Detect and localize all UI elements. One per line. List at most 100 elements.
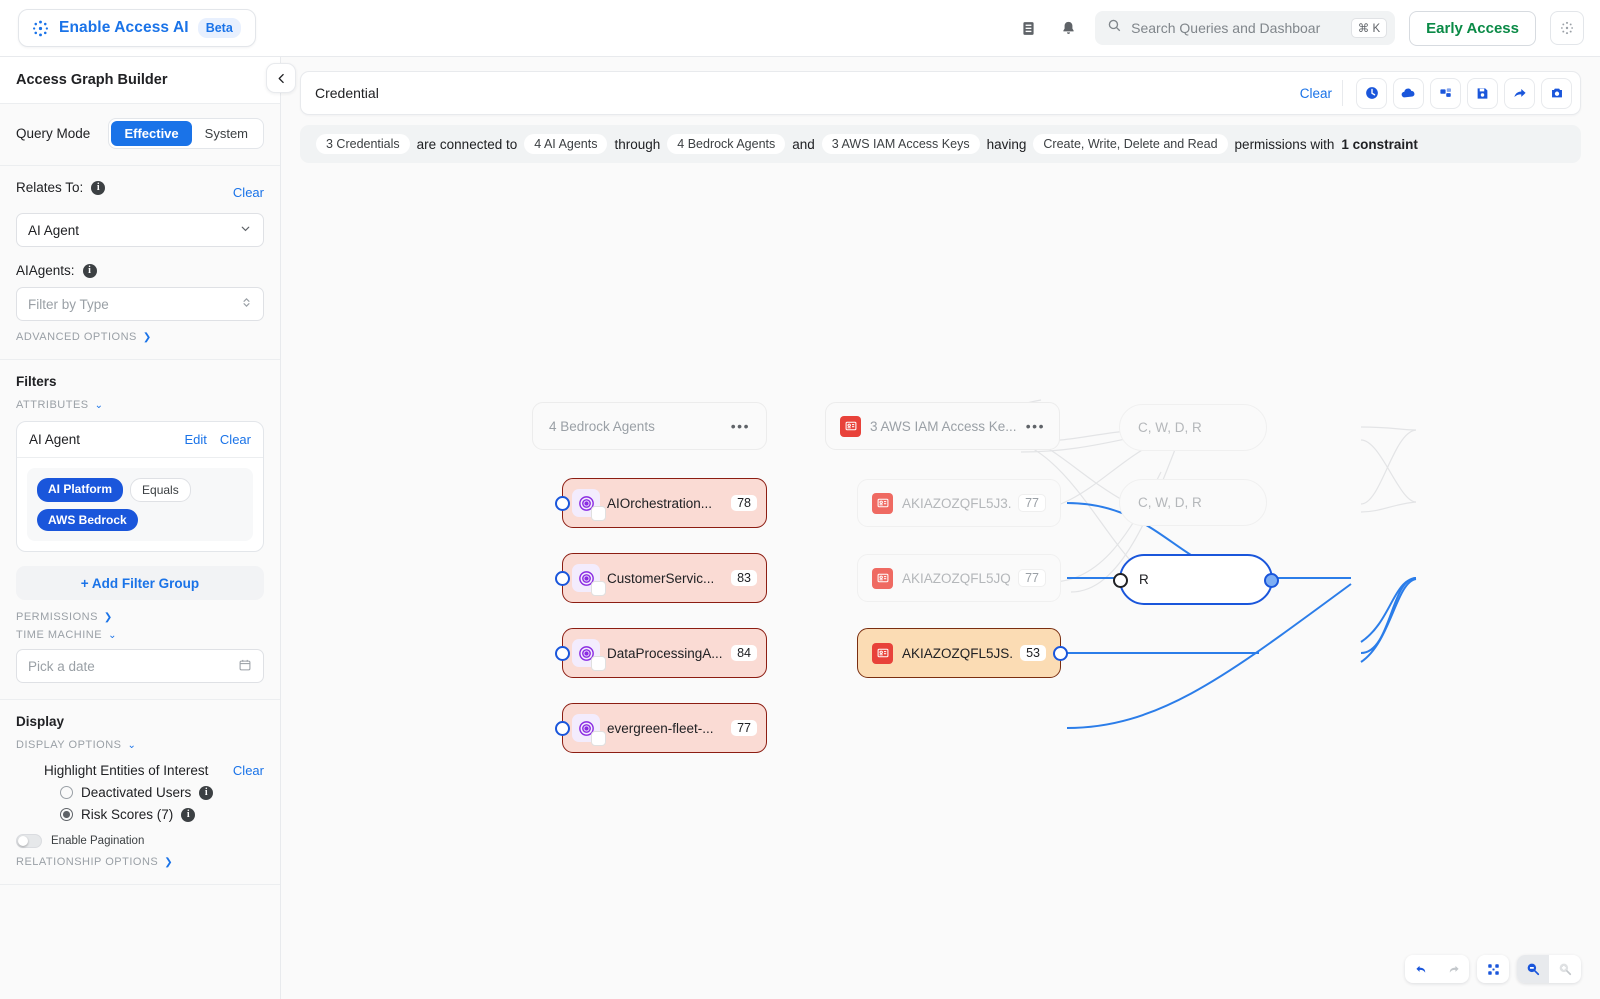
permission-node-highlighted[interactable]: R <box>1113 554 1279 605</box>
ai-agents-filter-input[interactable]: Filter by Type <box>16 287 264 321</box>
radio-deactivated-users[interactable]: Deactivated Users i <box>16 785 264 800</box>
fit-to-screen-icon[interactable] <box>1477 955 1509 983</box>
group-node-bedrock-agents[interactable]: 4 Bedrock Agents ••• <box>532 402 767 450</box>
query-bar[interactable]: Credential Clear <box>300 71 1581 115</box>
summary-pill-access-keys[interactable]: 3 AWS IAM Access Keys <box>821 134 980 154</box>
filter-chip-value[interactable]: AWS Bedrock <box>37 509 138 531</box>
zoom-out-icon[interactable] <box>1517 955 1549 983</box>
ai-agent-icon <box>572 714 606 746</box>
filter-edit-button[interactable]: Edit <box>184 432 207 447</box>
access-key-node[interactable]: AKIAZOZQFL5JQ... 77 <box>857 554 1061 602</box>
attributes-label: ATTRIBUTES <box>16 399 89 411</box>
summary-pill-ai-agents[interactable]: 4 AI Agents <box>524 134 608 154</box>
node-port-left[interactable] <box>555 496 570 511</box>
layers-icon[interactable] <box>1430 77 1461 109</box>
agent-node-label: evergreen-fleet-... <box>607 720 714 736</box>
enable-pagination-label: Enable Pagination <box>51 835 145 847</box>
enable-pagination-toggle[interactable]: Enable Pagination <box>16 834 264 848</box>
node-badge <box>591 731 606 746</box>
node-badge <box>591 656 606 671</box>
risk-score-badge: 84 <box>731 645 757 661</box>
node-menu-icon[interactable]: ••• <box>730 418 750 434</box>
agent-node[interactable]: CustomerServic... 83 <box>555 553 767 603</box>
undo-icon[interactable] <box>1405 955 1437 983</box>
attributes-toggle[interactable]: ATTRIBUTES ⌄ <box>16 399 264 411</box>
redo-icon <box>1437 955 1469 983</box>
ai-agent-icon <box>572 639 606 671</box>
node-menu-icon[interactable]: ••• <box>1025 418 1045 434</box>
filter-chip-attribute[interactable]: AI Platform <box>37 478 124 502</box>
node-port-left[interactable] <box>555 646 570 661</box>
agent-node[interactable]: evergreen-fleet-... 77 <box>555 703 767 753</box>
chevron-left-icon[interactable] <box>266 63 296 93</box>
relationship-options-label: RELATIONSHIP OPTIONS <box>16 856 159 868</box>
relates-to-clear-button[interactable]: Clear <box>232 184 264 200</box>
relationship-options-toggle[interactable]: RELATIONSHIP OPTIONS ❯ <box>16 856 264 868</box>
relates-to-select[interactable]: AI Agent <box>16 213 264 247</box>
node-port-right[interactable] <box>1053 646 1068 661</box>
search-shortcut: ⌘ K <box>1350 18 1388 38</box>
query-mode-effective[interactable]: Effective <box>111 121 192 146</box>
add-filter-group-button[interactable]: + Add Filter Group <box>16 566 264 600</box>
camera-icon[interactable] <box>1541 77 1572 109</box>
filter-card-title: AI Agent <box>29 432 81 447</box>
relates-to-header: Relates To: i Clear <box>16 180 264 204</box>
sidebar: Access Graph Builder Query Mode Effectiv… <box>0 57 281 999</box>
save-disk-icon[interactable] <box>1467 77 1498 109</box>
query-mode-label: Query Mode <box>16 126 91 141</box>
fit-group <box>1477 955 1509 983</box>
date-picker-input[interactable]: Pick a date <box>16 649 264 683</box>
book-icon[interactable] <box>1015 15 1041 41</box>
relates-to-section: Relates To: i Clear AI Agent AIAgents: i… <box>0 166 280 360</box>
access-key-node[interactable]: AKIAZOZQFL5J3... 77 <box>857 479 1061 527</box>
node-port-left[interactable] <box>555 571 570 586</box>
share-arrow-icon[interactable] <box>1504 77 1535 109</box>
query-mode-segmented[interactable]: Effective System <box>108 118 264 149</box>
notification-bell-icon[interactable] <box>1055 15 1081 41</box>
up-down-icon <box>241 296 252 312</box>
group-node-label: 4 Bedrock Agents <box>549 418 655 434</box>
display-options-toggle[interactable]: DISPLAY OPTIONS ⌄ <box>16 739 264 751</box>
agent-node[interactable]: DataProcessingA... 84 <box>555 628 767 678</box>
permissions-toggle[interactable]: PERMISSIONS ❯ <box>16 611 264 623</box>
summary-pill-permissions[interactable]: Create, Write, Delete and Read <box>1033 134 1228 154</box>
radio-risk-scores[interactable]: Risk Scores (7) i <box>16 807 264 822</box>
access-key-node-highlighted[interactable]: AKIAZOZQFL5JS... 53 <box>857 628 1068 678</box>
access-ai-logo-icon <box>31 19 50 38</box>
node-port-left[interactable] <box>1113 573 1128 588</box>
chevron-right-icon: ❯ <box>164 856 174 868</box>
relates-to-value: AI Agent <box>28 222 80 238</box>
query-clear-button[interactable]: Clear <box>1299 85 1332 101</box>
brand-enable-access-ai[interactable]: Enable Access AI Beta <box>18 9 256 47</box>
cloud-icon[interactable] <box>1393 77 1424 109</box>
graph-canvas[interactable]: 4 Bedrock Agents ••• 3 AWS IAM Access Ke… <box>281 172 1600 999</box>
highlight-clear-button[interactable]: Clear <box>232 763 264 778</box>
summary-pill-credentials[interactable]: 3 Credentials <box>316 134 410 154</box>
info-icon[interactable]: i <box>181 807 196 822</box>
info-icon[interactable]: i <box>91 180 106 195</box>
summary-pill-bedrock-agents[interactable]: 4 Bedrock Agents <box>667 134 786 154</box>
filter-card-body: AI Platform Equals AWS Bedrock <box>17 458 263 551</box>
group-node-aws-iam-access-keys[interactable]: 3 AWS IAM Access Ke... ••• <box>825 402 1060 450</box>
advanced-options-toggle[interactable]: ADVANCED OPTIONS ❯ <box>16 331 264 343</box>
chevron-right-icon: ❯ <box>103 611 113 623</box>
history-clock-icon[interactable] <box>1356 77 1387 109</box>
search-input[interactable]: Search Queries and Dashboar ⌘ K <box>1095 11 1396 45</box>
node-port-right[interactable] <box>1264 573 1279 588</box>
filter-clear-button[interactable]: Clear <box>219 432 251 447</box>
info-icon[interactable]: i <box>82 263 97 278</box>
settings-dots-icon[interactable] <box>1550 11 1584 45</box>
info-icon[interactable]: i <box>199 785 214 800</box>
query-text[interactable]: Credential <box>315 85 379 101</box>
early-access-button[interactable]: Early Access <box>1409 10 1536 46</box>
relates-to-label-group: Relates To: i <box>16 180 106 195</box>
search-icon <box>1107 18 1122 38</box>
filters-heading: Filters <box>16 374 57 389</box>
node-port-left[interactable] <box>555 721 570 736</box>
time-machine-toggle[interactable]: TIME MACHINE ⌄ <box>16 629 264 641</box>
query-mode-system[interactable]: System <box>204 126 248 141</box>
filter-chip-operator[interactable]: Equals <box>130 478 191 502</box>
agent-node[interactable]: AIOrchestration... 78 <box>555 478 767 528</box>
permission-node[interactable]: C, W, D, R <box>1119 479 1267 526</box>
permission-node[interactable]: C, W, D, R <box>1119 404 1267 451</box>
